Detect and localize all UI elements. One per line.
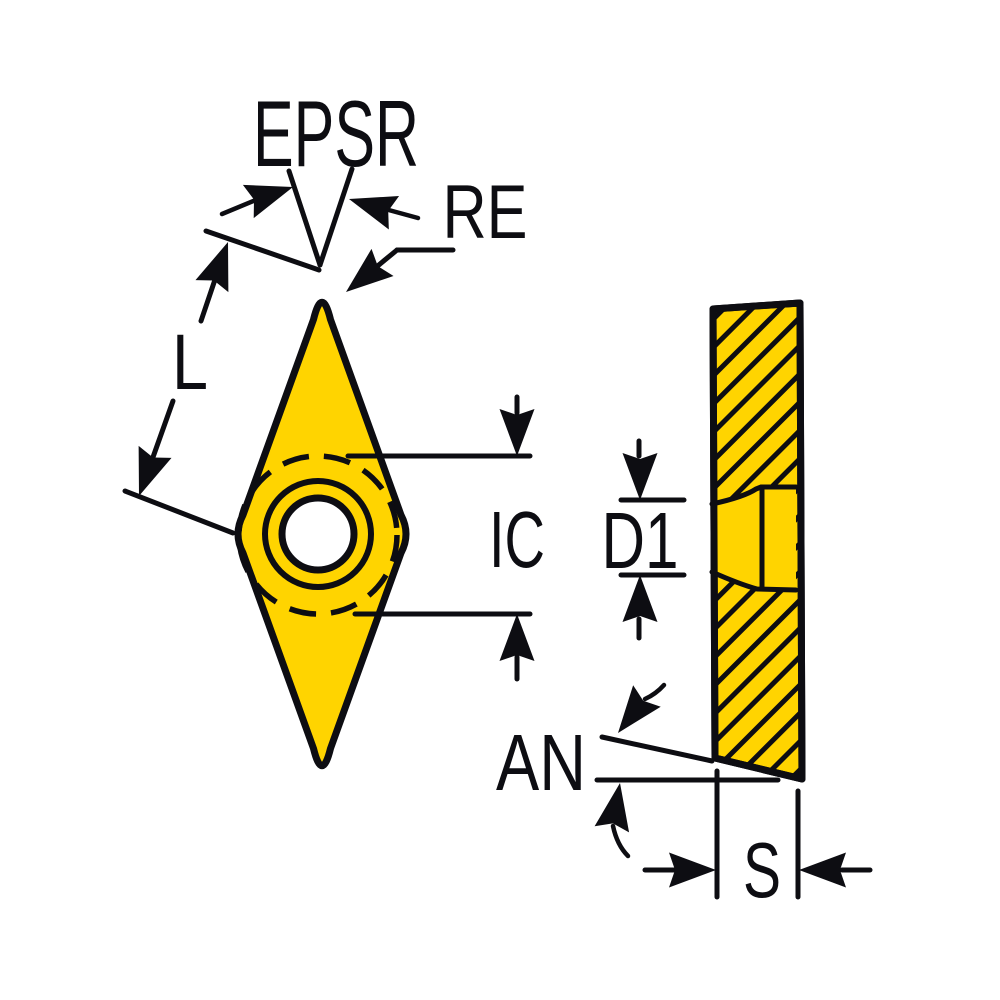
an-bottom-arrow-tail — [610, 823, 631, 859]
label-l: L — [172, 317, 208, 406]
label-epsr: EPSR — [253, 81, 419, 186]
re-dimension: RE — [334, 170, 528, 306]
ic-top-arrowhead — [499, 409, 535, 456]
l-extension-line-top — [203, 228, 322, 273]
s-right-arrowhead — [799, 852, 846, 888]
ic-dimension: IC — [345, 394, 545, 682]
center-hole — [278, 494, 358, 574]
label-s: S — [743, 826, 781, 914]
s-left-arrowhead — [669, 852, 716, 888]
front-view: EPSR RE L IC — [122, 81, 545, 770]
d1-top-arrowhead — [622, 453, 658, 500]
countersink-circle — [262, 478, 374, 590]
side-hole-opening — [711, 486, 796, 591]
an-top-arrow-tail — [642, 682, 667, 702]
label-an: AN — [496, 718, 586, 807]
insert-side-outline — [709, 299, 806, 783]
epsr-right-leg-line — [317, 166, 355, 268]
an-slanted-reference-line — [599, 734, 715, 764]
l-extension-line-bottom — [122, 488, 236, 536]
side-view: D1 AN S — [496, 299, 873, 914]
l-dimension: L — [122, 228, 322, 536]
epsr-right-arrowhead — [343, 182, 400, 230]
side-hole-top-profile — [709, 484, 799, 507]
inscribed-circle-dashed — [236, 453, 400, 617]
epsr-left-leg-line — [286, 168, 323, 268]
label-re: RE — [443, 170, 528, 255]
s-dimension: S — [642, 768, 873, 914]
label-d1: D1 — [602, 496, 679, 585]
epsr-right-arrow-tail — [382, 206, 421, 221]
ic-bottom-arrowhead — [499, 614, 535, 661]
epsr-dimension: EPSR — [219, 81, 421, 268]
label-ic: IC — [489, 495, 545, 584]
epsr-left-arrow-tail — [219, 196, 261, 217]
l-top-arrowhead — [195, 236, 245, 293]
an-bottom-arrowhead — [594, 779, 638, 833]
d1-dimension: D1 — [602, 438, 687, 641]
an-dimension: AN — [496, 682, 781, 859]
